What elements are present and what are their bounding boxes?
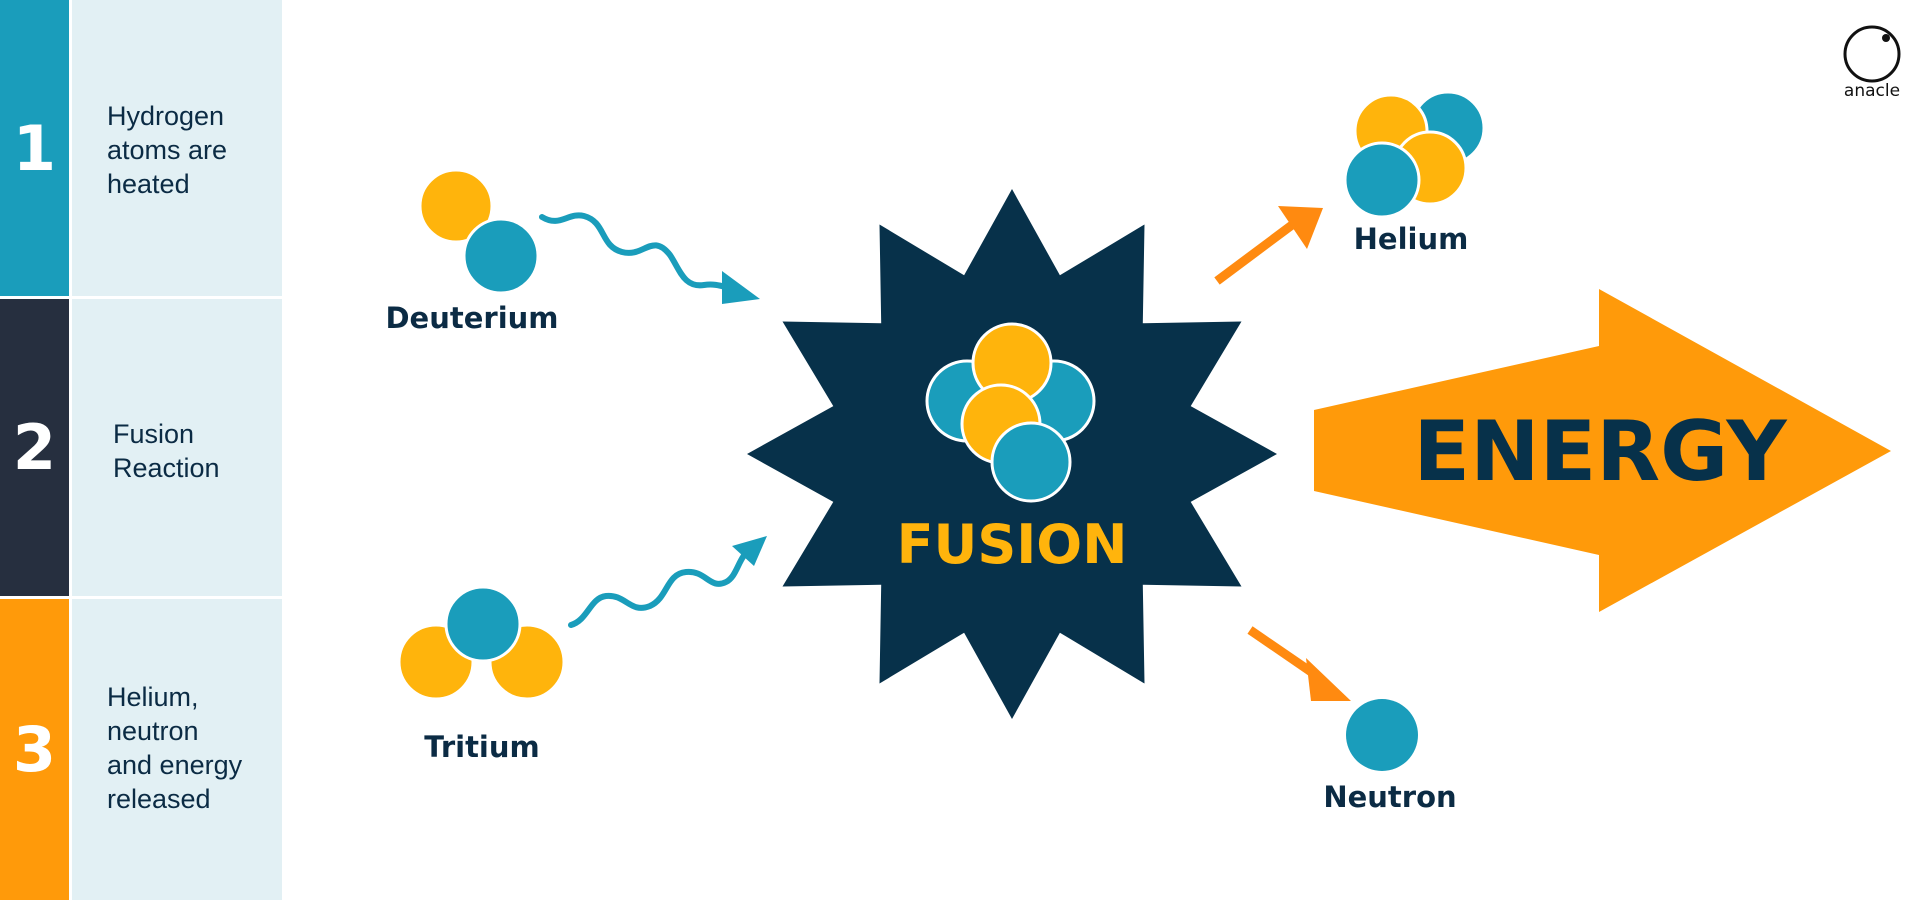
neutron-circle [1343, 141, 1421, 219]
neutron-circle [990, 421, 1072, 503]
energy-label: ENERGY [1413, 403, 1787, 500]
step-2: 2 Fusion Reaction [0, 299, 282, 596]
deuterium-wave-arrow [539, 212, 743, 293]
fusion-label: FUSION [897, 513, 1128, 576]
helium-arrow-line [1214, 221, 1295, 285]
neutron-label: Neutron [1323, 780, 1456, 814]
step-1-label: Hydrogen atoms are heated [107, 101, 228, 199]
step-1-label-box: Hydrogen atoms are heated [72, 0, 282, 296]
step-2-label-box: Fusion Reaction [72, 299, 282, 596]
anacle-logo: anacle [1843, 25, 1901, 101]
proton-circle [418, 168, 494, 244]
neutron-arrow-head [1306, 658, 1351, 701]
step-3-number: 3 [0, 599, 69, 900]
step-1: 1 Hydrogen atoms are heated [0, 0, 282, 296]
step-3-label-box: Helium, neutron and energy released [72, 599, 282, 900]
logo-dot [1882, 34, 1890, 42]
helium-arrow-head [1278, 206, 1323, 249]
step-1-number: 1 [0, 0, 69, 296]
tritium-molecule [397, 585, 566, 701]
tritium-label: Tritium [424, 730, 540, 764]
steps-panel: 1 Hydrogen atoms are heated 2 Fusion Rea… [0, 0, 282, 900]
logo-text: anacle [1844, 81, 1900, 101]
deuterium-arrow-head [722, 271, 760, 304]
step-3-label: Helium, neutron and energy released [107, 682, 243, 814]
deuterium-molecule [418, 168, 540, 295]
step-3: 3 Helium, neutron and energy released [0, 599, 282, 900]
step-2-label: Fusion Reaction [113, 419, 220, 483]
fused-nucleus [925, 322, 1096, 503]
tritium-wave-arrow [568, 545, 755, 628]
helium-molecule [1343, 90, 1486, 219]
logo-ring [1843, 25, 1901, 83]
neutron-circle [444, 585, 522, 663]
neutron-circle [462, 217, 540, 295]
tritium-arrow-head [732, 536, 767, 566]
helium-label: Helium [1354, 222, 1469, 256]
deuterium-label: Deuterium [385, 301, 558, 335]
neutron-particle [1346, 699, 1418, 771]
step-2-number: 2 [0, 299, 69, 596]
energy-arrow [1314, 289, 1891, 612]
